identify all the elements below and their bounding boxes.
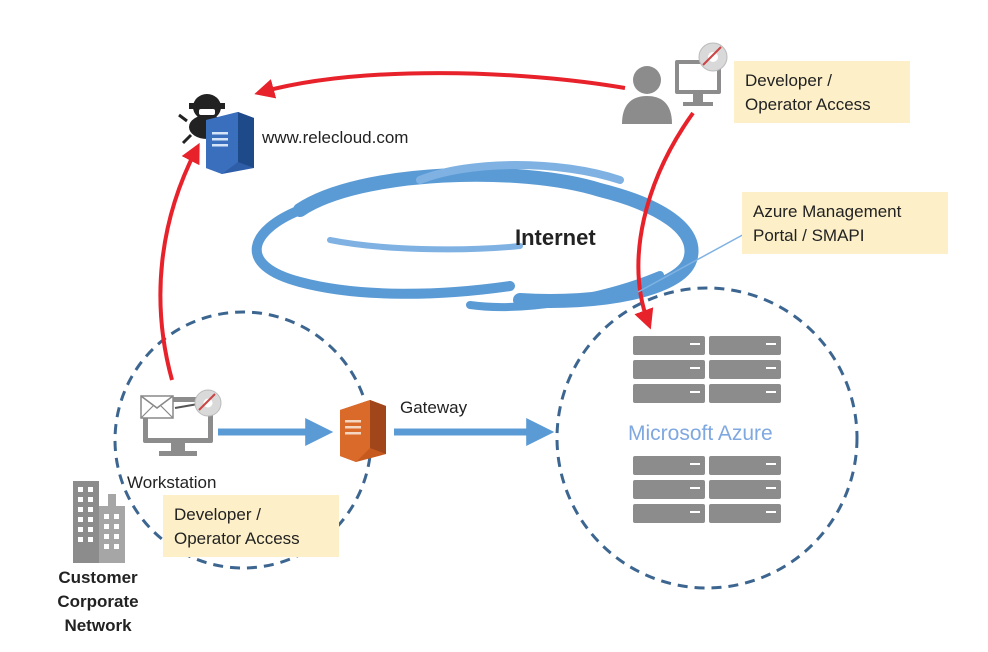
note-text-line1: Developer / (745, 71, 832, 90)
note-text-line2: Operator Access (745, 95, 871, 114)
gear-icon (698, 42, 728, 72)
note-text-line1: Azure Management (753, 202, 902, 221)
azure-boundary (555, 286, 859, 590)
internet-label: Internet (515, 225, 596, 250)
developer-access-note-bottom: Developer / Operator Access (163, 495, 339, 557)
gateway-label: Gateway (400, 398, 468, 417)
web-server-icon (206, 112, 254, 174)
azure-server-rack-icon (633, 456, 781, 523)
attack-arrow-from-workstation (158, 142, 200, 381)
attack-arrow-from-developer (254, 71, 626, 99)
azure-server-rack-icon (633, 336, 781, 403)
workstation-label: Workstation (127, 473, 216, 492)
gear-icon (194, 389, 222, 417)
note-text-line2: Portal / SMAPI (753, 226, 864, 245)
envelope-icon (140, 395, 174, 419)
developer-user-icon (622, 66, 672, 124)
portal-connector-line (637, 231, 749, 293)
note-text-line2: Operator Access (174, 529, 300, 548)
azure-label: Microsoft Azure (628, 422, 773, 445)
customer-label-line3: Network (64, 616, 132, 635)
workstation-cable (174, 403, 199, 409)
customer-label-line1: Customer (58, 568, 138, 587)
azure-portal-note: Azure Management Portal / SMAPI (742, 192, 948, 254)
customer-label-line2: Corporate (57, 592, 138, 611)
developer-access-note-top: Developer / Operator Access (734, 61, 910, 123)
internet-cloud (251, 161, 699, 311)
attack-arrow-to-azure (634, 111, 695, 330)
gateway-server-icon (340, 400, 386, 462)
office-building-icon (73, 481, 125, 563)
note-text-line1: Developer / (174, 505, 261, 524)
site-label: www.relecloud.com (261, 128, 408, 147)
